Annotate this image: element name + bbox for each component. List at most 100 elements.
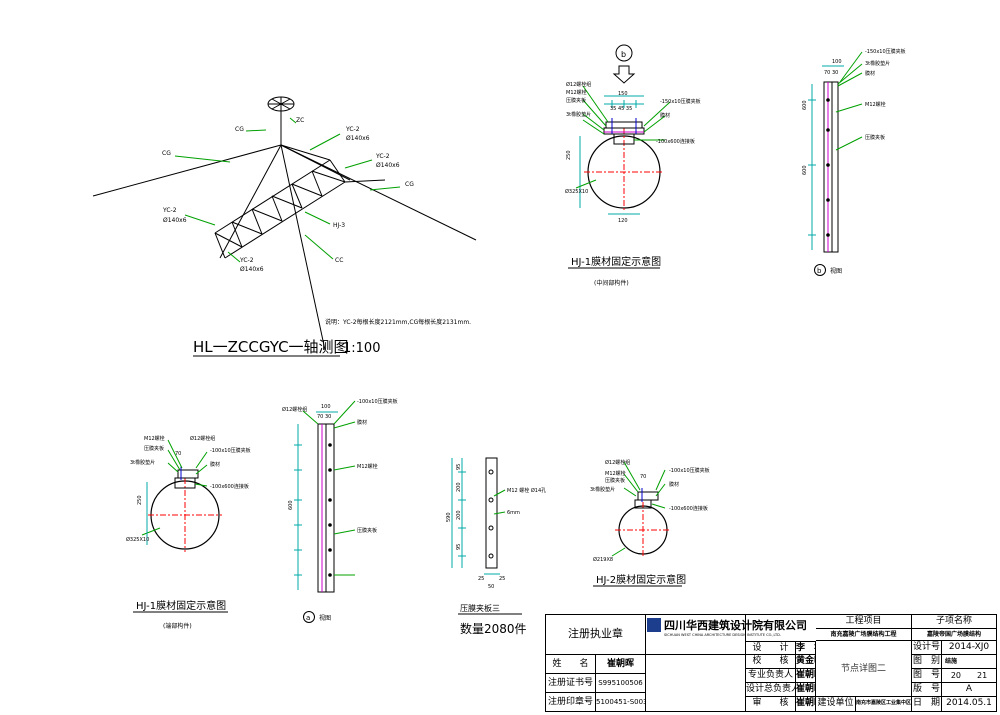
svg-text:M12螺栓: M12螺栓 (865, 101, 886, 108)
svg-text:Ø325X10: Ø325X10 (126, 536, 149, 543)
detail-b-view: 100 70 30 -150x10压膜夹板 3t橡胶垫片 膜材 M12螺栓 压膜… (802, 48, 906, 276)
svg-text:35 45 35: 35 45 35 (610, 106, 632, 112)
label-yc2-bottom: YC-2 (239, 257, 254, 264)
staff-0-role: 设 计 (746, 641, 796, 655)
svg-text:3t橡胶垫片: 3t橡胶垫片 (566, 111, 591, 118)
detail-hj2: Ø12螺栓组 M12螺栓 压膜夹板 3t橡胶垫片 70 -100x10压膜夹板 … (590, 459, 710, 587)
label-cg-top: CG (235, 126, 244, 133)
stamp-row-1-label: 注册证书号 (546, 674, 596, 693)
svg-text:70: 70 (640, 474, 646, 480)
meta-2-value: 20 21 (942, 669, 996, 683)
stamp-row-2-label: 注册印章号 (546, 693, 596, 711)
svg-text:压膜夹板: 压膜夹板 (865, 134, 885, 141)
seal-area (646, 655, 746, 711)
svg-text:250: 250 (137, 495, 143, 505)
svg-text:120: 120 (618, 218, 628, 224)
svg-text:-150x10压膜夹板: -150x10压膜夹板 (865, 48, 906, 55)
project-header: 工程项目 (816, 615, 912, 629)
company-name-en: SICHUAN WEST CHINA ARCHITECTURE DESIGN I… (664, 633, 781, 637)
plate-three-count: 数量2080件 (460, 621, 527, 636)
title-block: 注册执业章 姓 名 崔朝晖 注册证书号 S995100506 注册印章号 510… (545, 614, 997, 712)
svg-text:膜材: 膜材 (357, 419, 367, 426)
meta-1-label: 图 别 (912, 655, 942, 669)
stamp-header: 注册执业章 (546, 615, 646, 655)
svg-text:100: 100 (832, 59, 842, 65)
meta-0-value: 2014-XJ0 (942, 641, 996, 655)
svg-text:Ø12螺栓组: Ø12螺栓组 (605, 459, 630, 466)
svg-text:M12螺栓: M12螺栓 (605, 470, 626, 477)
truss-hj3 (214, 159, 346, 259)
detail-end-subtitle: (端部构件) (163, 622, 192, 630)
plate-three-title: 压膜夹板三 (460, 603, 500, 613)
svg-text:压膜夹板: 压膜夹板 (144, 445, 164, 452)
down-arrow-icon (612, 65, 636, 84)
svg-text:Ø219X8: Ø219X8 (593, 556, 613, 563)
detail-end-title: HJ-1膜材固定示意图 (136, 599, 226, 612)
staff-0-sig: 李 华 (796, 641, 816, 655)
svg-text:-100x10压膜夹板: -100x10压膜夹板 (210, 447, 251, 454)
meta-4-label: 日 期 (912, 697, 942, 711)
svg-text:-150x10压膜夹板: -150x10压膜夹板 (660, 98, 701, 105)
company-name-cn: 四川华西建筑设计院有限公司 (664, 619, 807, 632)
plate-three: M12 螺栓 Ø14孔 6mm 590 95 200 200 95 25 25 … (446, 457, 546, 636)
detail-hj2-title: HJ-2膜材固定示意图 (596, 573, 686, 586)
staff-1-sig: 黄金明 (796, 655, 816, 669)
staff-1-role: 校 核 (746, 655, 796, 669)
staff-4-role: 审 核 (746, 697, 796, 711)
svg-text:压膜夹板: 压膜夹板 (566, 97, 586, 104)
svg-text:600: 600 (288, 500, 294, 510)
svg-text:b: b (817, 267, 822, 275)
cable-right (280, 144, 477, 241)
sub-name: 嘉陵帝国广场膜结构 (912, 629, 996, 641)
detail-a-view: Ø12螺栓组 100 70 30 -100x10压膜夹板 膜材 M12螺栓 压膜… (282, 398, 398, 623)
svg-text:95: 95 (456, 544, 462, 550)
svg-text:70: 70 (175, 451, 181, 457)
svg-text:150: 150 (618, 91, 628, 97)
svg-text:M12 螺栓 Ø14孔: M12 螺栓 Ø14孔 (507, 487, 546, 494)
svg-text:M12螺栓: M12螺栓 (144, 435, 165, 442)
detail-hj1-end: M12螺栓 压膜夹板 70 3t橡胶垫片 Ø12螺栓组 -100x10压膜夹板 … (126, 435, 251, 630)
sub-header: 子项名称 (912, 615, 996, 629)
detail-hj1-middle: b Ø12螺栓组 M12螺栓 压膜夹板 3t橡胶垫片 150 35 45 3 (565, 44, 701, 287)
meta-0-label: 设计号 (912, 641, 942, 655)
svg-text:膜材: 膜材 (210, 461, 220, 468)
svg-text:590: 590 (446, 512, 452, 522)
meta-3-value: A (942, 683, 996, 697)
stamp-row-1-value: S995100506 (596, 674, 646, 693)
stamp-area (646, 615, 746, 655)
label-yc2-mid-spec: Ø140x6 (376, 162, 400, 169)
svg-text:-100x10压膜夹板: -100x10压膜夹板 (669, 467, 710, 474)
staff-4-sig: 崔朝晖 (796, 697, 816, 711)
diagram-note: 说明：YC-2每根长度2121mm,CG每根长度2131mm. (325, 318, 471, 326)
svg-text:M12螺栓: M12螺栓 (566, 89, 587, 96)
staff-3-role: 设计总负责人 (746, 683, 796, 697)
svg-text:600: 600 (802, 165, 808, 175)
svg-text:95: 95 (456, 464, 462, 470)
svg-text:-100x600连接板: -100x600连接板 (210, 483, 249, 490)
drawing-name: 节点详图二 (816, 641, 912, 697)
label-zc: ZC (296, 117, 304, 124)
svg-text:-100x10压膜夹板: -100x10压膜夹板 (357, 398, 398, 405)
detail-mid-subtitle: (中间部构件) (594, 279, 629, 287)
svg-text:a: a (306, 614, 310, 622)
svg-text:-100x600连接板: -100x600连接板 (669, 505, 708, 512)
company-logo-block: 四川华西建筑设计院有限公司 (647, 617, 807, 641)
svg-text:200: 200 (456, 510, 462, 520)
axonometric-diagram (92, 96, 477, 351)
svg-text:200: 200 (456, 482, 462, 492)
svg-text:膜材: 膜材 (669, 481, 679, 488)
staff-2-role: 专业负责人 (746, 669, 796, 683)
svg-text:Ø12螺栓组: Ø12螺栓组 (282, 406, 307, 413)
svg-text:70 30: 70 30 (824, 70, 838, 76)
client-label: 建设单位 (816, 697, 856, 711)
label-yc2-top: YC-2 (345, 126, 360, 133)
label-yc2-top-spec: Ø140x6 (346, 135, 370, 142)
svg-text:6mm: 6mm (507, 510, 520, 516)
svg-text:3t橡胶垫片: 3t橡胶垫片 (865, 60, 890, 67)
svg-text:-100x600连接板: -100x600连接板 (656, 138, 695, 145)
label-hj3: HJ-3 (333, 222, 345, 229)
project-name: 南充嘉陵广场膜结构工程 (816, 629, 912, 641)
svg-text:Ø12螺栓组: Ø12螺栓组 (566, 81, 591, 88)
label-yc2-mid: YC-2 (375, 153, 390, 160)
